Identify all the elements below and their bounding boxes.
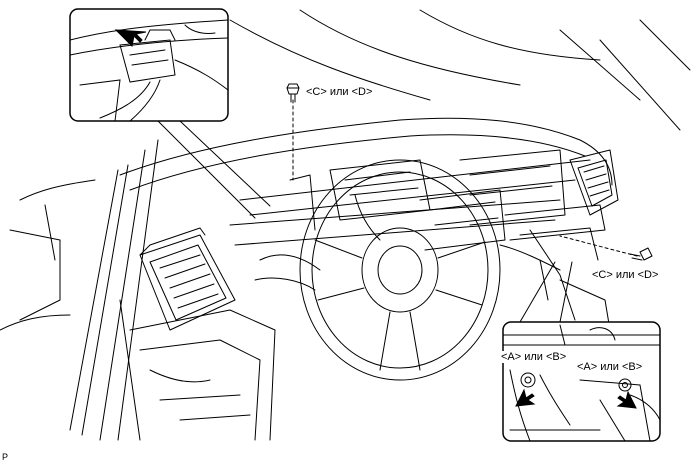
arrow-icon-inset-left	[515, 388, 536, 407]
bolt-icon-right	[629, 247, 653, 261]
inset-bottom-right	[502, 321, 661, 442]
arrow-icon-top-inset	[114, 29, 147, 48]
windshield-lines	[229, 9, 691, 131]
label-bolt-right: <C> или <D>	[592, 269, 659, 281]
a-pillar-lines	[0, 139, 159, 441]
label-inset-right: <A> или <B>	[577, 361, 643, 373]
instrument-area	[289, 149, 566, 251]
label-inset-left: <A> или <B>	[501, 351, 567, 363]
right-lower-panel	[504, 204, 611, 331]
left-vent	[139, 227, 236, 331]
leader-lines-top	[157, 120, 271, 219]
corner-code: P	[2, 452, 9, 462]
label-bolt-top: <C> или <D>	[306, 86, 373, 98]
bolt-guides	[292, 99, 638, 257]
leader-lines-bottom	[519, 261, 573, 323]
lower-left-panel	[119, 299, 276, 441]
right-vent	[569, 149, 619, 216]
steering-wheel	[299, 159, 501, 381]
dashboard-upper	[119, 117, 613, 246]
inset-top-left	[69, 8, 229, 122]
arrow-icon-inset-right	[616, 390, 637, 409]
bolt-icon-top	[286, 83, 300, 103]
